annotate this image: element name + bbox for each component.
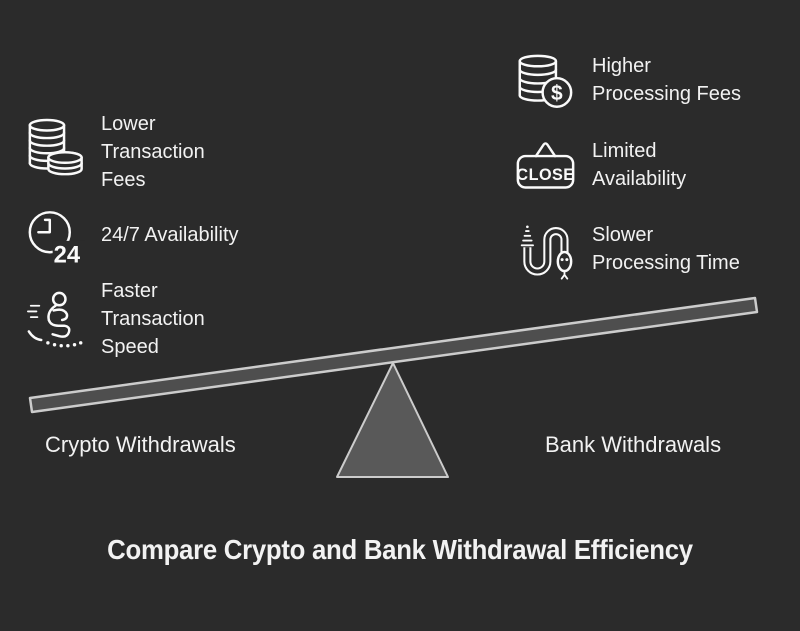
- page-title: Compare Crypto and Bank Withdrawal Effic…: [107, 534, 693, 565]
- crypto-withdrawals-label: Crypto Withdrawals: [45, 432, 236, 457]
- close-sign-icon: CLOSE: [515, 140, 576, 195]
- feature-text-faster-transaction-speed: Faster Transaction Speed: [101, 280, 205, 358]
- bank-withdrawals-label: Bank Withdrawals: [545, 432, 722, 457]
- feature-text-lower-transaction-fees: Lower Transaction Fees: [101, 113, 205, 191]
- coins-dollar-icon: $: [515, 52, 574, 112]
- feature-text-higher-processing-fees: Higher Processing Fees: [592, 55, 741, 105]
- seesaw-fulcrum-triangle: [336, 362, 449, 478]
- snake-icon: [515, 221, 574, 283]
- feature-text-slower-processing-time: Slower Processing Time: [592, 224, 740, 274]
- feature-text-limited-availability: Limited Availability: [592, 140, 687, 190]
- feature-text-247-availability: 24/7 Availability: [101, 224, 239, 246]
- coins-stack-icon: [27, 117, 84, 181]
- close-sign-label: CLOSE: [516, 166, 574, 184]
- seesaw-diagram: [28, 296, 759, 478]
- dollar-sign-label: $: [551, 82, 563, 105]
- seesaw-plank: [28, 296, 759, 414]
- running-person-icon: [26, 288, 85, 352]
- clock-badge-label: 24: [54, 242, 81, 268]
- clock-24-icon: 24: [26, 208, 85, 268]
